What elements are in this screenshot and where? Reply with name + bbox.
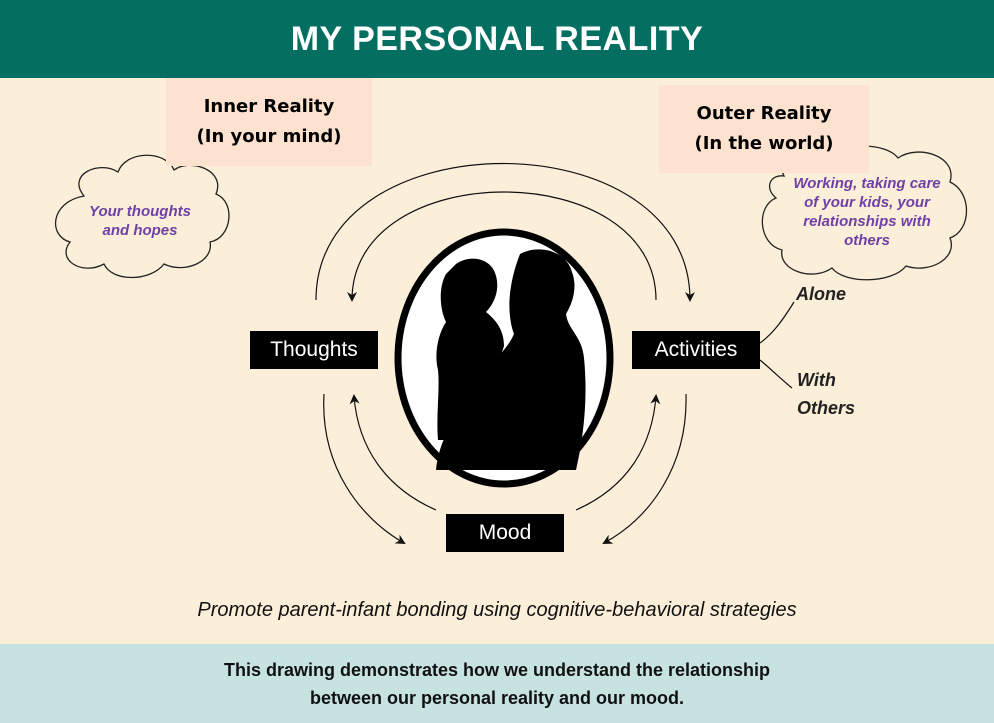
thoughts-cloud-line-1: Your thoughts (89, 203, 191, 220)
diagram-graphics (54, 145, 968, 544)
outer-reality-label: Outer Reality (In the world) (659, 85, 869, 173)
outer-reality-subtitle: (In the world) (694, 133, 834, 154)
branch-with-line-2: Others (797, 398, 856, 418)
bottom-right-outer-arc (602, 393, 687, 544)
activities-node: Activities (632, 331, 760, 369)
diagram-caption: Promote parent-infant bonding using cogn… (197, 599, 797, 621)
thoughts-cloud-line-2: and hopes (102, 222, 178, 239)
branch-alone-label: Alone (796, 284, 847, 304)
diagram-canvas: Inner Reality (In your mind) Outer Reali… (0, 78, 994, 644)
outer-reality-title: Outer Reality (696, 103, 832, 124)
branch-alone-line (759, 301, 795, 344)
thoughts-node: Thoughts (250, 331, 378, 369)
branch-with-others-label: With Others (797, 366, 855, 422)
activities-cloud-line-2: of your kids, your (804, 194, 930, 211)
inner-reality-subtitle: (In your mind) (196, 126, 342, 147)
footer-line-2: between our personal reality and our moo… (309, 687, 685, 708)
activities-cloud-text: Working, taking care of your kids, your … (772, 174, 962, 250)
activities-cloud-line-4: others (844, 232, 890, 249)
thoughts-cloud-shape (54, 154, 230, 278)
inner-reality-title: Inner Reality (203, 96, 335, 117)
bottom-left-outer-arc (323, 393, 406, 544)
inner-reality-label: Inner Reality (In your mind) (166, 78, 372, 166)
thoughts-cloud-text: Your thoughts and hopes (70, 202, 210, 240)
footer-line-1: This drawing demonstrates how we underst… (223, 659, 771, 680)
activities-cloud-line-3: relationships with (803, 213, 931, 230)
activities-cloud-line-1: Working, taking care (793, 175, 941, 192)
top-outer-arc (315, 162, 695, 302)
footer-note: This drawing demonstrates how we underst… (0, 644, 994, 723)
page-title: MY PERSONAL REALITY (0, 0, 994, 78)
branch-with-others-line (759, 359, 793, 389)
parent-child-silhouette-icon (394, 228, 614, 488)
bottom-right-inner-arc (575, 394, 661, 511)
top-inner-arc (347, 191, 657, 302)
bottom-left-inner-arc (349, 394, 437, 511)
mood-node: Mood (446, 514, 564, 552)
branch-with-line-1: With (797, 370, 836, 390)
